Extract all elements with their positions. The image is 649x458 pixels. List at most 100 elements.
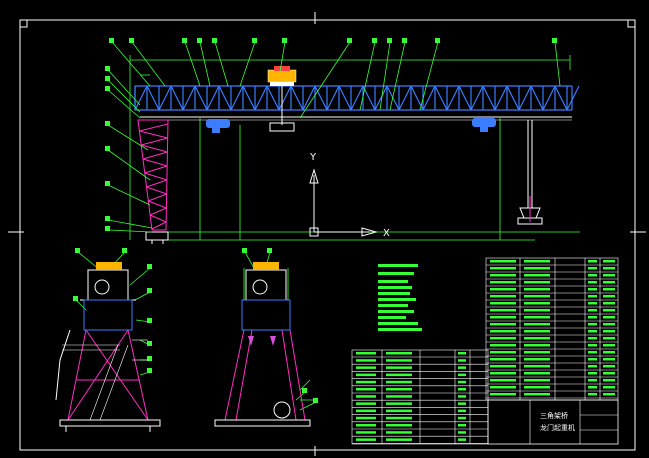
- table-cell-text: [603, 302, 615, 305]
- table-cell-text: [524, 260, 550, 263]
- electric-hoist-left: [206, 119, 230, 133]
- table-cell-text: [356, 409, 376, 413]
- table-cell-text: [356, 424, 376, 427]
- callout-tag: [302, 388, 307, 393]
- table-cell-text: [603, 323, 615, 326]
- table-cell-text: [386, 409, 412, 413]
- callout-tag: [372, 38, 377, 43]
- table-cell-text: [386, 380, 412, 384]
- table-cell-text: [490, 316, 516, 319]
- table-cell-text: [524, 344, 550, 347]
- table-cell-text: [603, 358, 615, 361]
- callout-tag: [282, 38, 287, 43]
- table-cell-text: [490, 365, 516, 368]
- callout-tag: [105, 226, 110, 231]
- table-cell-text: [524, 267, 550, 270]
- callout-tag: [122, 248, 127, 253]
- hook-block: [269, 86, 295, 132]
- callout-leaders: [73, 38, 561, 411]
- ucs-axes: [309, 168, 378, 237]
- table-cell-text: [458, 373, 466, 377]
- truss-diagonal: [314, 85, 328, 111]
- leader-line: [239, 41, 256, 87]
- table-cell-text: [603, 316, 615, 319]
- table-cell-text: [386, 431, 412, 434]
- callout-tag: [129, 38, 134, 43]
- left-leg-base: [145, 231, 169, 244]
- table-cell-text: [490, 288, 516, 291]
- table-cell-text: [524, 386, 550, 389]
- table-cell-text: [458, 402, 466, 405]
- table-cell-text: [603, 393, 615, 396]
- axis-label-x: X: [383, 228, 390, 239]
- table-cell-text: [490, 330, 516, 333]
- truss-diagonal: [218, 85, 232, 111]
- truss-diagonal: [290, 85, 304, 111]
- table-cell-text: [588, 302, 597, 305]
- callout-tag: [387, 38, 392, 43]
- truss-diagonal: [146, 85, 160, 111]
- table-cell-text: [524, 358, 550, 361]
- table-cell-text: [524, 379, 550, 382]
- table-cell-text: [458, 409, 466, 413]
- table-cell-text: [588, 372, 597, 375]
- table-cell-text: [356, 380, 376, 384]
- truss-diagonal: [182, 85, 196, 111]
- table-cell-text: [490, 260, 516, 263]
- table-cell-text: [386, 395, 412, 398]
- table-cell-text: [490, 344, 516, 347]
- leader-line: [134, 291, 151, 301]
- leader-line: [107, 149, 151, 181]
- table-cell-text: [524, 281, 550, 284]
- table-cell-text: [524, 302, 550, 305]
- table-cell-text: [588, 351, 597, 354]
- table-cell-text: [356, 366, 376, 369]
- truss-diagonal: [470, 85, 484, 111]
- table-cell-text: [386, 373, 412, 377]
- table-cell-text: [490, 267, 516, 270]
- truss-diagonal: [518, 85, 532, 111]
- side-view-flexible-leg: [214, 262, 318, 427]
- table-cell-text: [603, 288, 615, 291]
- table-cell-text: [603, 365, 615, 368]
- table-cell-text: [588, 330, 597, 333]
- callout-tag: [105, 216, 110, 221]
- table-cell-text: [588, 267, 597, 270]
- truss-diagonal: [326, 85, 340, 111]
- truss-diagonal: [266, 85, 280, 111]
- callout-tag: [242, 248, 247, 253]
- truss-diagonal: [482, 85, 496, 111]
- note-line: [378, 310, 414, 313]
- leader-line: [279, 41, 286, 73]
- table-cell-text: [490, 281, 516, 284]
- callout-tag: [197, 38, 202, 43]
- leg-lattice-bar: [144, 172, 168, 181]
- note-line: [378, 298, 416, 301]
- truss-diagonal: [434, 85, 448, 111]
- table-cell-text: [356, 431, 376, 434]
- table-cell-text: [603, 337, 615, 340]
- leader-line: [107, 79, 141, 113]
- callout-tag: [105, 66, 110, 71]
- table-cell-text: [524, 309, 550, 312]
- truss-diagonal: [254, 85, 268, 111]
- leg-lattice-bar: [141, 144, 168, 153]
- electric-hoist-right: [472, 118, 496, 132]
- table-cell-text: [524, 330, 550, 333]
- callout-tag: [147, 288, 152, 293]
- callout-tag: [267, 248, 272, 253]
- table-cell-text: [490, 337, 516, 340]
- table-cell-text: [588, 295, 597, 298]
- table-cell-text: [458, 395, 466, 398]
- table-cell-text: [458, 366, 466, 369]
- trolley: [267, 66, 297, 86]
- table-cell-text: [524, 288, 550, 291]
- note-line: [378, 322, 418, 325]
- callout-tag: [212, 38, 217, 43]
- table-cell-text: [588, 274, 597, 277]
- leader-line: [299, 41, 351, 119]
- leader-line: [199, 41, 211, 87]
- truss-diagonal: [422, 85, 436, 111]
- table-cell-text: [356, 416, 376, 420]
